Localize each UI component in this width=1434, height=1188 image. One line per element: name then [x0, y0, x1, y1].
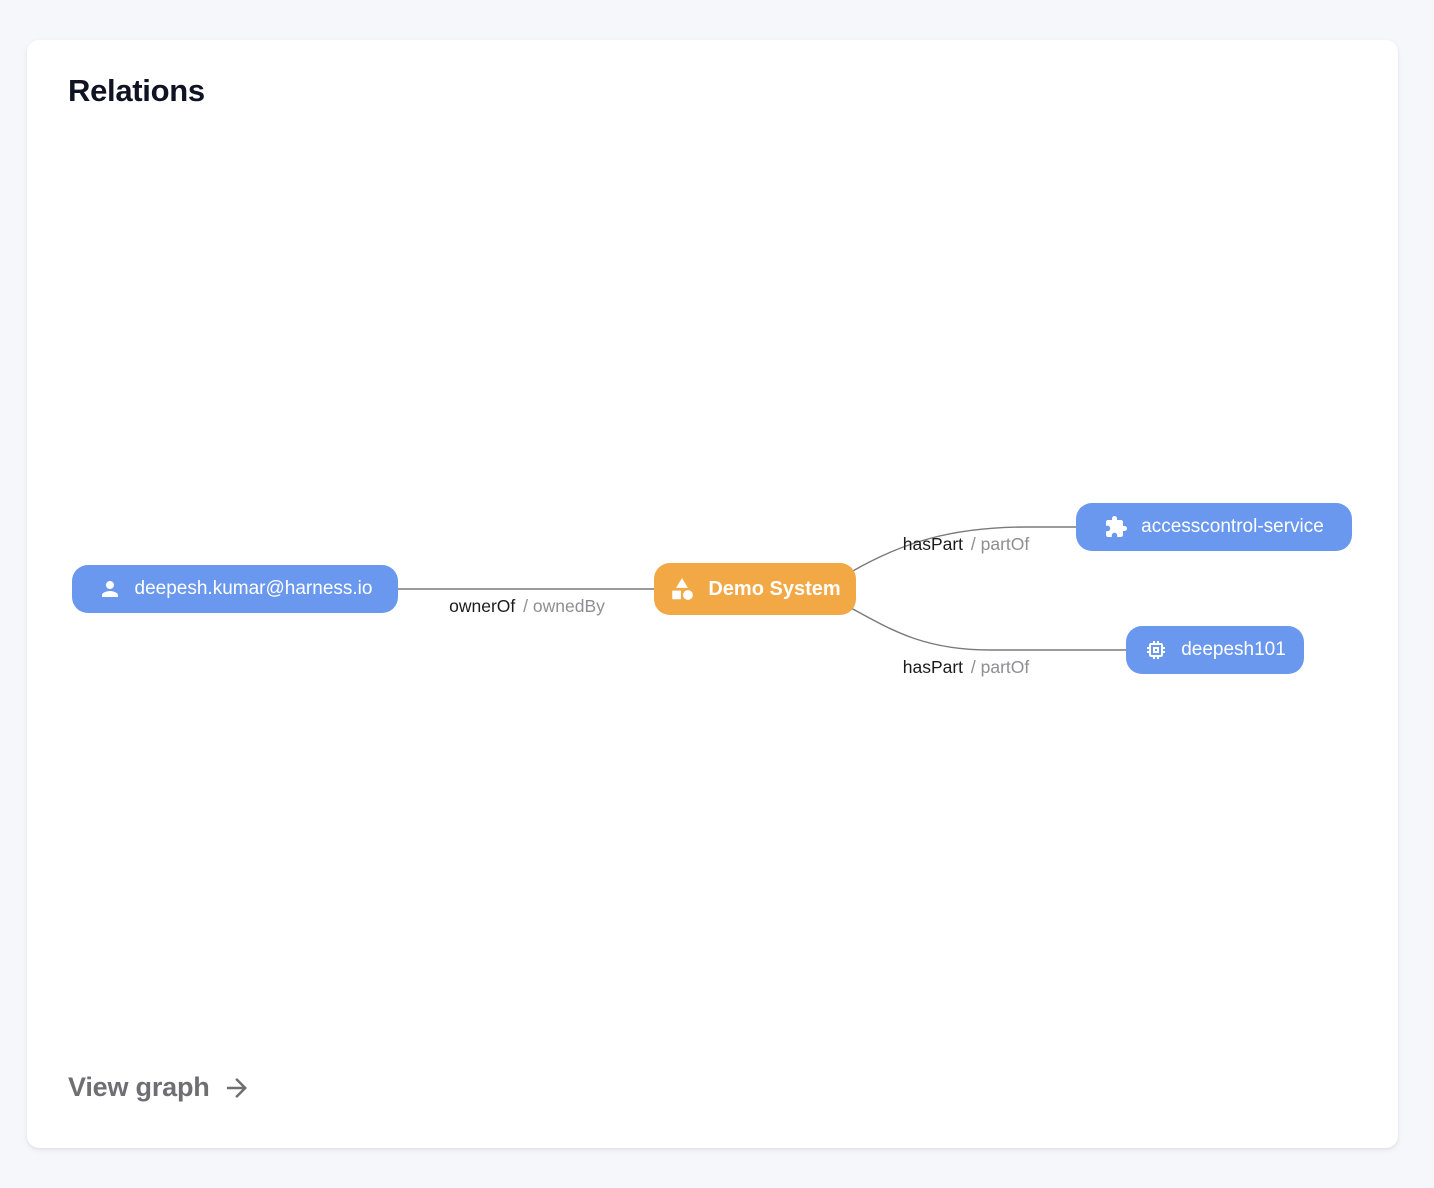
- edge-lines: [398, 526, 1126, 651]
- node-label: Demo System: [708, 577, 841, 600]
- view-graph-label: View graph: [68, 1072, 210, 1102]
- node-label: deepesh101: [1181, 639, 1286, 660]
- person-icon: [98, 577, 122, 601]
- relations-card: Relations ownerOf / ownedBy hasPart / pa…: [27, 40, 1398, 1148]
- node-label: deepesh.kumar@harness.io: [134, 578, 373, 599]
- node-accesscontrol-service[interactable]: accesscontrol-service: [1076, 503, 1352, 551]
- puzzle-icon: [1104, 515, 1128, 539]
- relations-graph: ownerOf / ownedBy hasPart / partOf hasPa…: [27, 40, 1398, 1148]
- edge-label-secondary: / partOf: [970, 657, 1030, 677]
- edge-label-ownerof-ownedby: ownerOf / ownedBy: [449, 595, 605, 617]
- node-demo-system[interactable]: Demo System: [654, 563, 856, 615]
- edge-label-haspart-partof-top: hasPart / partOf: [903, 533, 1030, 555]
- edge-haspart-top-line: [850, 526, 1076, 573]
- edge-haspart-bottom-line: [850, 607, 1126, 651]
- view-graph-link[interactable]: View graph: [68, 1072, 252, 1103]
- category-icon: [669, 576, 695, 602]
- edge-label-primary: hasPart: [902, 657, 964, 677]
- node-label: accesscontrol-service: [1141, 516, 1324, 537]
- node-deepesh101[interactable]: deepesh101: [1126, 626, 1304, 674]
- chip-icon: [1144, 638, 1168, 662]
- node-user[interactable]: deepesh.kumar@harness.io: [72, 565, 398, 613]
- edge-label-primary: ownerOf: [449, 596, 516, 616]
- arrow-right-icon: [222, 1073, 252, 1103]
- edge-label-secondary: / ownedBy: [523, 596, 605, 616]
- edge-label-primary: hasPart: [902, 534, 964, 554]
- edge-label-secondary: / partOf: [970, 534, 1030, 554]
- edge-label-haspart-partof-bottom: hasPart / partOf: [903, 656, 1030, 678]
- card-title: Relations: [68, 73, 205, 108]
